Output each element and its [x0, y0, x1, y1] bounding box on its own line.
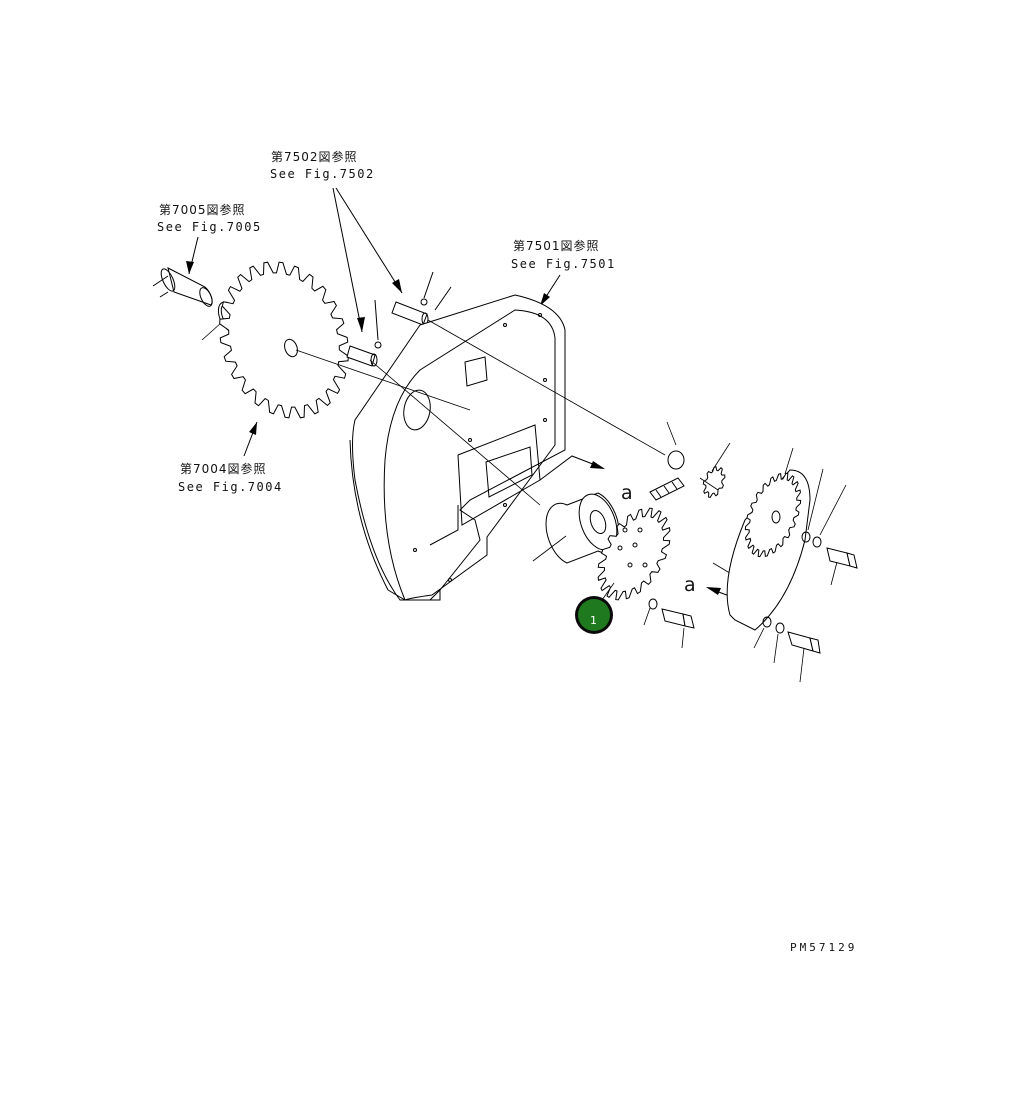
tensioner-plate [699, 447, 811, 631]
drive-sprocket [597, 507, 671, 601]
callout-1-number: 1 [590, 614, 597, 627]
ref-label-7004-jp: 第7004図参照 [180, 461, 267, 476]
leader-arrows [186, 187, 561, 457]
ref-label-7005-jp: 第7005図参照 [159, 202, 246, 217]
shaft-part [152, 267, 213, 307]
ref-label-7502-en: See Fig.7502 [270, 167, 375, 181]
idler-sprocket-upper [702, 466, 726, 498]
callout-1-badge [578, 599, 610, 631]
ref-label-7502-jp: 第7502図参照 [271, 149, 358, 164]
tensioner-sprocket-teeth [744, 472, 802, 558]
washers-and-bolts [643, 468, 858, 683]
large-sprocket [219, 261, 349, 419]
ref-label-7501-jp: 第7501図参照 [513, 238, 600, 253]
drawing-code: PM57129 [790, 941, 857, 954]
ref-label-7501-en: See Fig.7501 [511, 257, 616, 271]
large-sprocket-teeth [219, 261, 349, 419]
view-letter-a-lower: a [684, 574, 696, 596]
view-arrow-upper: a [539, 455, 633, 504]
hub-collar [532, 421, 685, 564]
ref-label-7005-en: See Fig.7005 [157, 220, 262, 234]
pins [346, 271, 452, 367]
view-letter-a-upper: a [621, 482, 633, 504]
ref-label-7004-en: See Fig.7004 [178, 480, 283, 494]
callout-1[interactable]: 1 [575, 582, 615, 634]
drive-sprocket-teeth [597, 507, 671, 601]
